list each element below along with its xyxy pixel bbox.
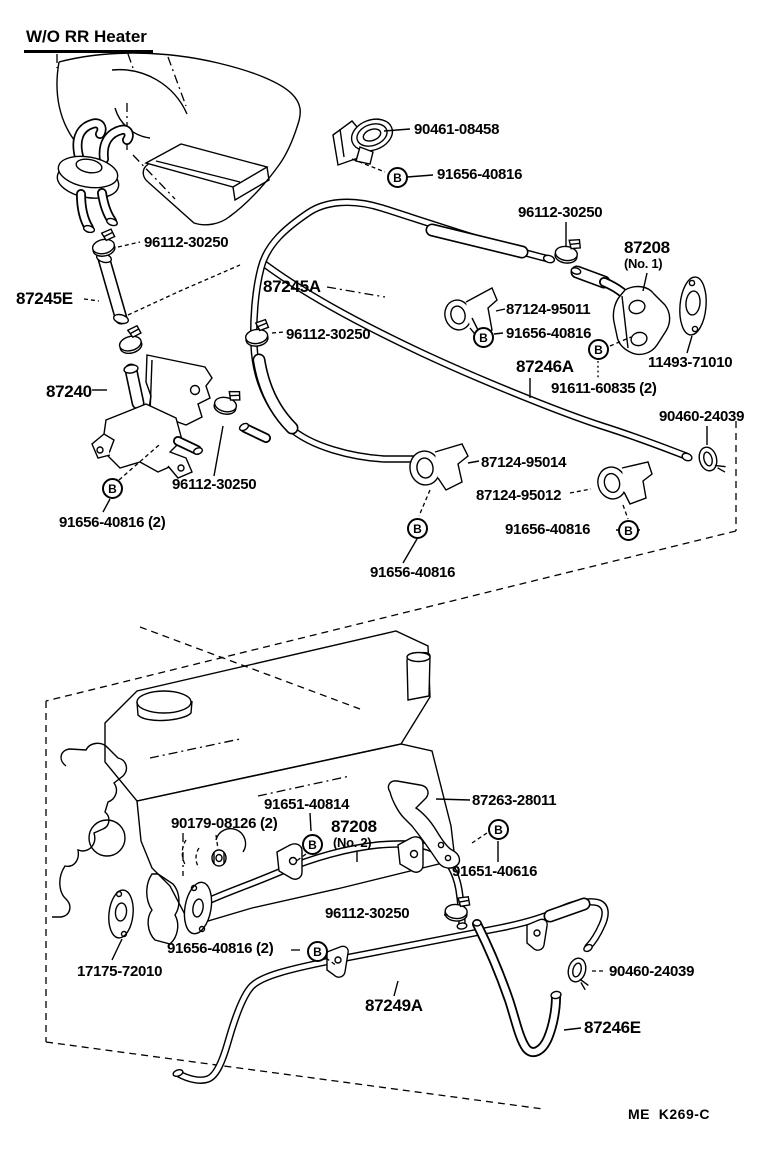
part-label-87263-28011: 87263-28011 — [472, 792, 557, 809]
pipe-flange-drawing — [183, 881, 213, 935]
bracket-87124-95011-drawing — [444, 287, 498, 339]
pipe-clamp-brackets — [276, 836, 548, 978]
part-label-87208-no2: 87208 — [331, 817, 377, 836]
heater-unit-drawing — [56, 52, 301, 234]
part-label-87245e: 87245E — [16, 289, 73, 308]
bolt-b-marker: B — [102, 478, 123, 499]
part-label-96112-30250: 96112-30250 — [172, 476, 257, 493]
part-label-91651-40616: 91651-40616 — [452, 863, 538, 880]
water-valve-87240-drawing — [91, 354, 213, 479]
bracket-87263-drawing — [387, 780, 461, 869]
part-label-91656-40816-2: 91656-40816 (2) — [59, 514, 166, 531]
bracket-87124-95012-drawing — [597, 461, 653, 505]
bolt-b-marker: B — [588, 339, 609, 360]
leader-lines — [83, 128, 708, 1031]
water-outlet-87208-no1-drawing — [612, 285, 671, 356]
part-label-11493-71010: 11493-71010 — [648, 354, 733, 371]
part-label-96112-30250: 96112-30250 — [286, 326, 371, 343]
part-label-90461-08458: 90461-08458 — [414, 121, 500, 138]
pipe-87208-no2 — [206, 844, 468, 930]
bracket-87124-95014-drawing — [409, 443, 469, 491]
part-label-87208-no2-sub: (No. 2) — [333, 835, 372, 850]
gasket-11493-drawing — [679, 276, 707, 336]
part-label-91656-40816-2: 91656-40816 (2) — [167, 940, 274, 957]
part-label-91656-40816: 91656-40816 — [370, 564, 456, 581]
nut-90179-drawing — [211, 849, 227, 867]
part-label-91656-40816: 91656-40816 — [505, 521, 591, 538]
bolt-b-marker: B — [307, 941, 328, 962]
part-label-91656-40816: 91656-40816 — [437, 166, 523, 183]
part-label-96112-30250: 96112-30250 — [325, 905, 410, 922]
part-label-87240: 87240 — [46, 382, 92, 401]
part-label-87249a: 87249A — [365, 996, 423, 1015]
hose-to-87208-no1 — [571, 267, 631, 303]
part-label-90179-08126: 90179-08126 (2) — [171, 815, 278, 832]
bolt-b-marker: B — [473, 327, 494, 348]
part-label-91651-40814: 91651-40814 — [264, 796, 350, 813]
part-label-96112-30250: 96112-30250 — [144, 234, 229, 251]
part-label-91656-40816: 91656-40816 — [506, 325, 592, 342]
diagram-code: ME K269-C — [628, 1106, 711, 1122]
part-label-87124-95011: 87124-95011 — [506, 301, 591, 318]
part-label-90460-24039: 90460-24039 — [659, 408, 745, 425]
engine-block-drawing — [52, 630, 456, 945]
bolt-b-marker: B — [387, 167, 408, 188]
part-label-87208-no1: 87208 — [624, 238, 670, 257]
part-label-87124-95014: 87124-95014 — [481, 454, 567, 471]
part-label-87246e: 87246E — [584, 1018, 641, 1037]
hose-87246e — [473, 920, 562, 1052]
part-label-17175-72010: 17175-72010 — [77, 963, 163, 980]
diagram-title: W/O RR Heater — [24, 27, 153, 53]
part-label-87246a: 87246A — [516, 357, 574, 376]
part-label-91611-60835: 91611-60835 (2) — [551, 380, 657, 397]
pipe-87249a — [172, 902, 605, 1080]
hose-87245e — [95, 252, 130, 325]
part-label-87208-no1-sub: (No. 1) — [624, 256, 663, 271]
part-label-96112-30250: 96112-30250 — [518, 204, 603, 221]
bolt-b-marker: B — [618, 520, 639, 541]
part-label-87124-95012: 87124-95012 — [476, 487, 562, 504]
pipe-87246a — [263, 263, 693, 462]
part-label-90460-24039: 90460-24039 — [609, 963, 695, 980]
bolt-b-marker: B — [302, 834, 323, 855]
gasket-17175-drawing — [108, 889, 134, 939]
section-boundary-lines — [45, 421, 737, 1110]
bolt-b-marker: B — [488, 819, 509, 840]
bolt-b-marker: B — [407, 518, 428, 539]
water-valve-90461-drawing — [332, 118, 394, 166]
part-label-87245a: 87245A — [263, 277, 321, 296]
